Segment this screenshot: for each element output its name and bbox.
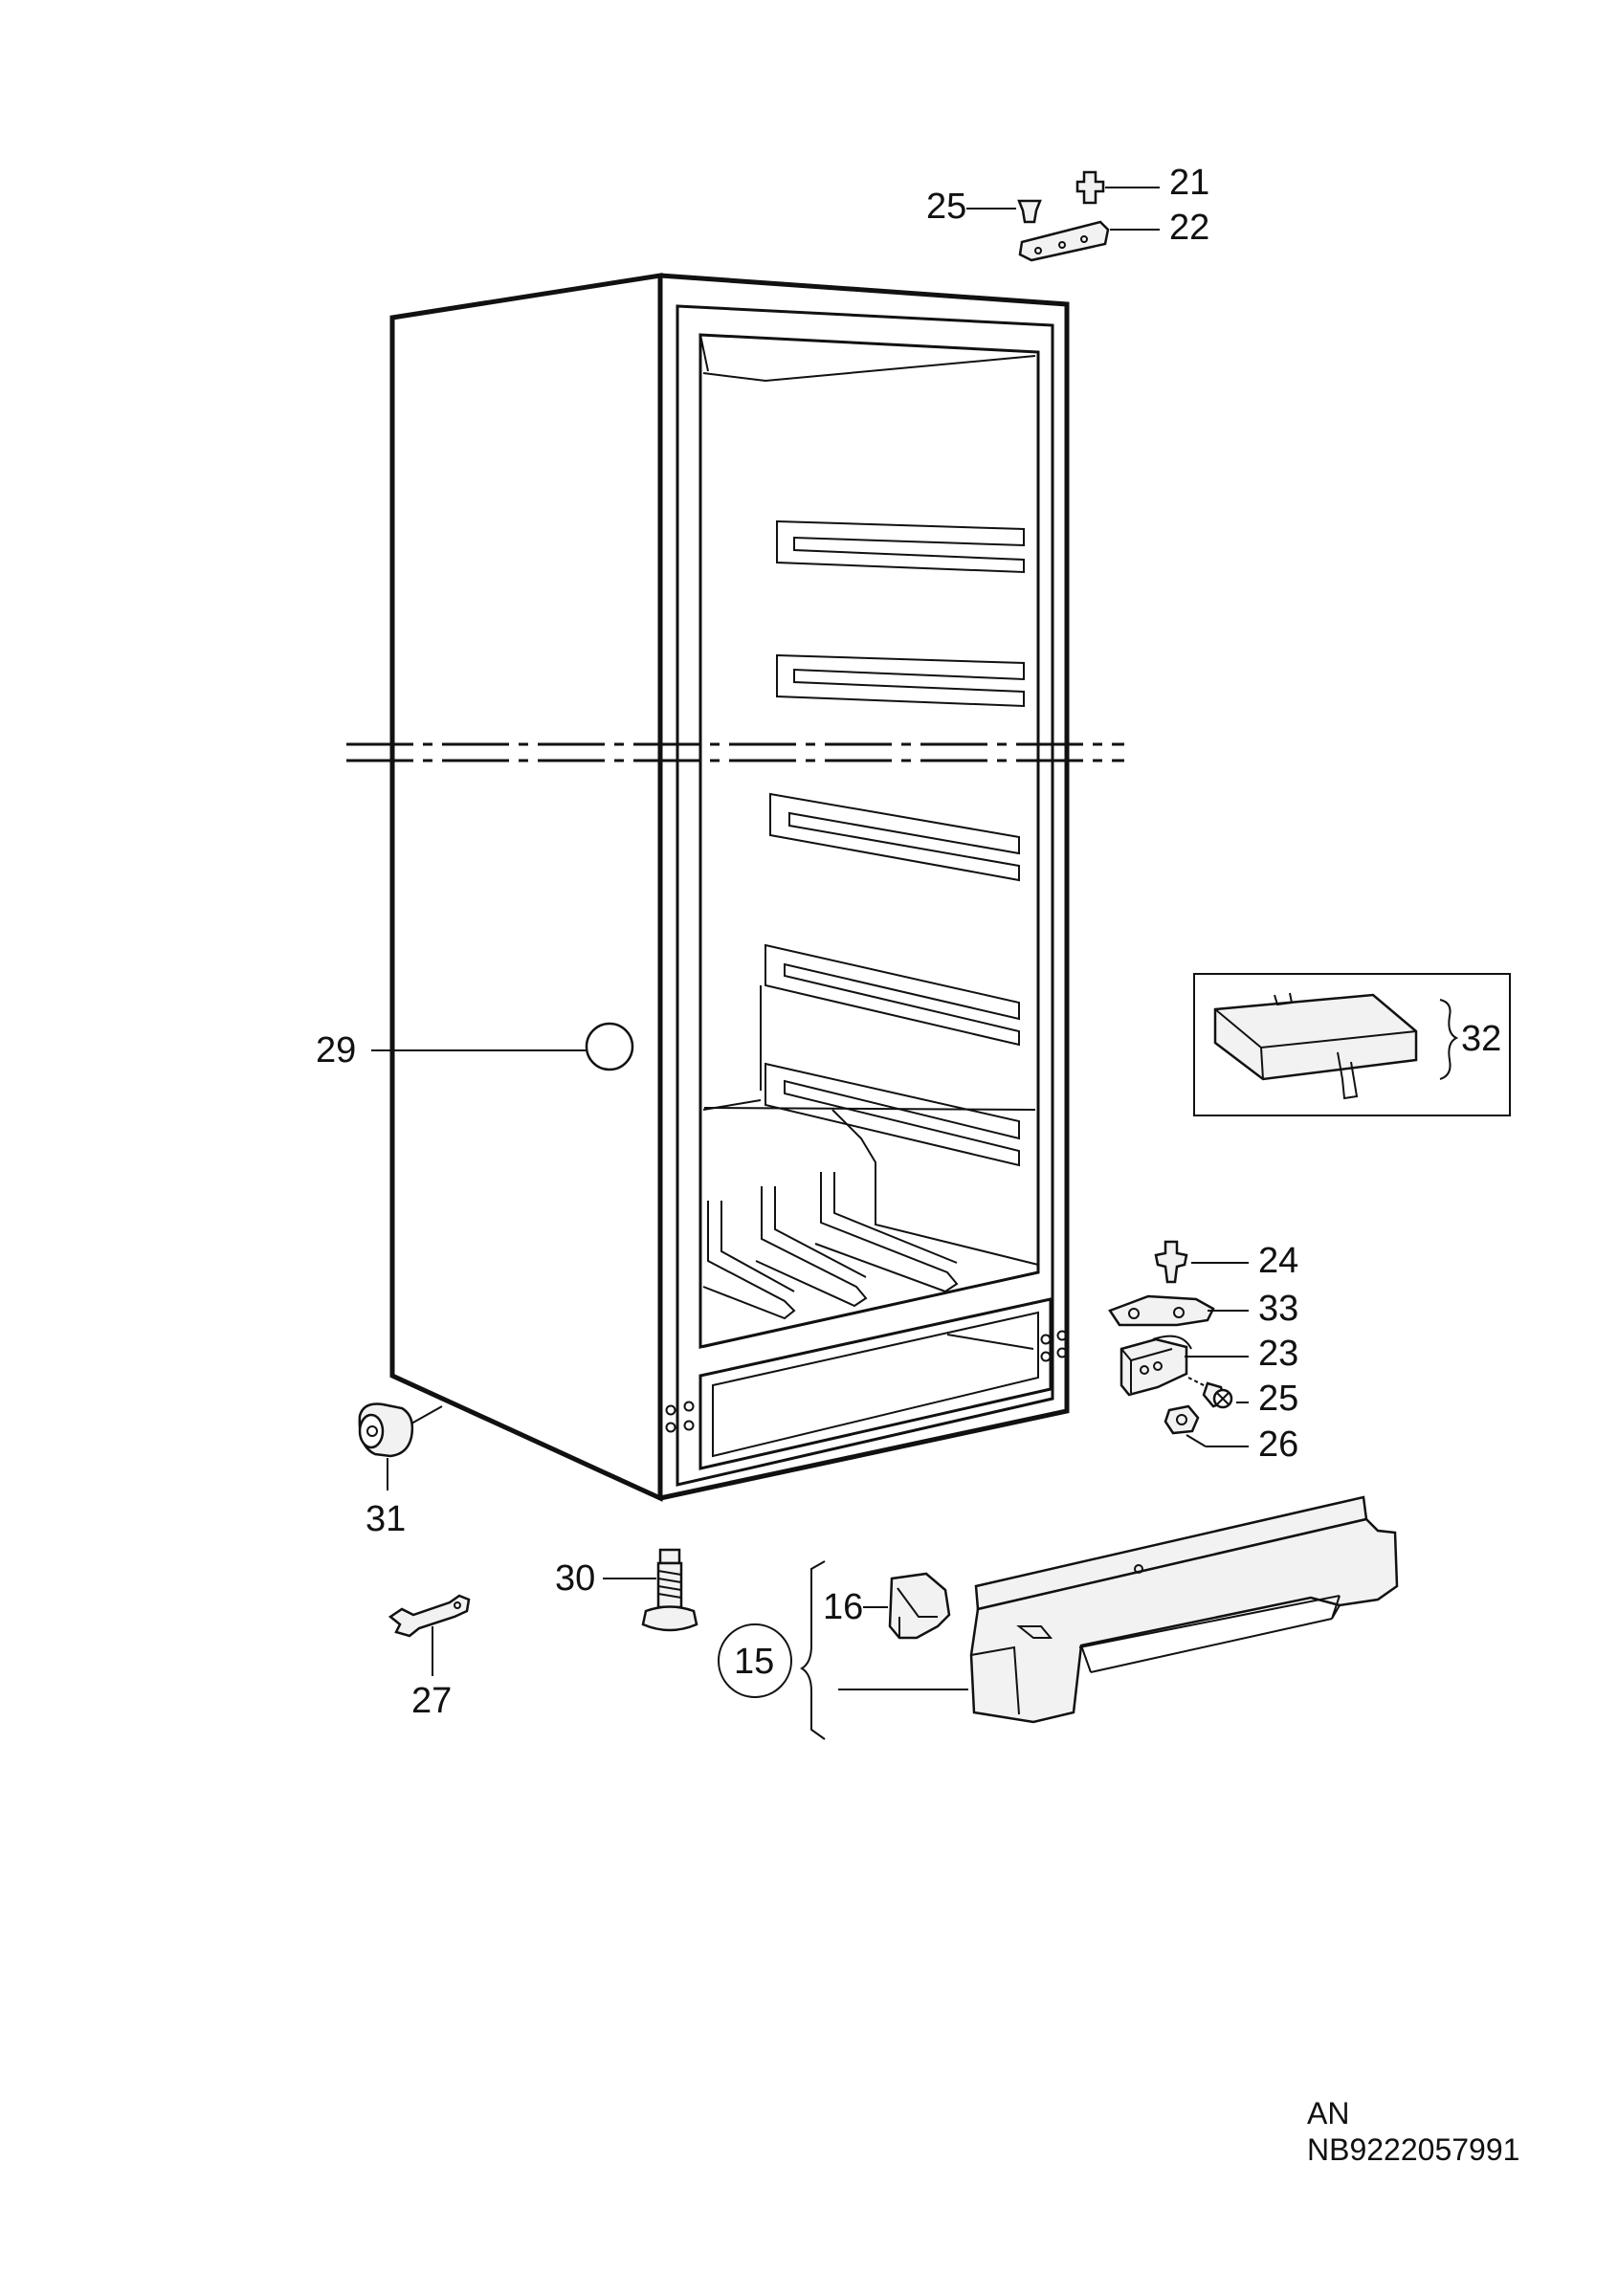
callout-21: 21 xyxy=(1169,163,1209,203)
drawing-part-number: NB9222057991 xyxy=(1307,2132,1519,2167)
assembly-bracket xyxy=(800,1560,826,1740)
callout-16: 16 xyxy=(823,1587,863,1627)
accessory-box-inset xyxy=(1193,973,1511,1116)
callout-31: 31 xyxy=(366,1499,406,1539)
callout-26: 26 xyxy=(1258,1424,1298,1465)
break-line xyxy=(346,742,1124,762)
shelf-supports xyxy=(702,519,1025,1167)
top-hinge-pin-part xyxy=(1075,170,1105,205)
drawing-variant-code: AN xyxy=(1307,2096,1349,2130)
plug-cap-part xyxy=(585,1022,634,1071)
hinge-screw-part xyxy=(1187,1377,1233,1409)
callout-15-circle xyxy=(718,1623,792,1698)
bottom-compartment xyxy=(665,1297,1068,1470)
adjustable-foot-part xyxy=(641,1548,698,1632)
callout-30: 30 xyxy=(555,1558,595,1599)
top-hinge-plate-part xyxy=(1018,220,1110,262)
floor-ribs xyxy=(702,1109,1039,1348)
callout-23: 23 xyxy=(1258,1334,1298,1374)
hinge-bracket-part xyxy=(1119,1335,1192,1397)
plinth-clip-part xyxy=(888,1572,951,1640)
hinge-nut-part xyxy=(1164,1404,1200,1435)
plinth-grille-part xyxy=(969,1495,1399,1724)
foot-pad-part xyxy=(358,1402,443,1458)
hinge-link-part xyxy=(1108,1294,1215,1327)
callout-29: 29 xyxy=(316,1030,356,1071)
callout-22: 22 xyxy=(1169,208,1209,248)
callout-32: 32 xyxy=(1461,1019,1501,1059)
callout-25-top: 25 xyxy=(926,187,966,227)
wrench-tool-part xyxy=(388,1594,471,1638)
callout-25-side: 25 xyxy=(1258,1379,1298,1419)
callout-33: 33 xyxy=(1258,1289,1298,1329)
hinge-pin-part xyxy=(1154,1240,1188,1284)
cabinet-body xyxy=(389,273,1070,1502)
callout-24: 24 xyxy=(1258,1241,1298,1281)
callout-15: 15 xyxy=(734,1642,774,1682)
top-screw-part xyxy=(1017,199,1042,224)
callout-27: 27 xyxy=(411,1681,452,1721)
